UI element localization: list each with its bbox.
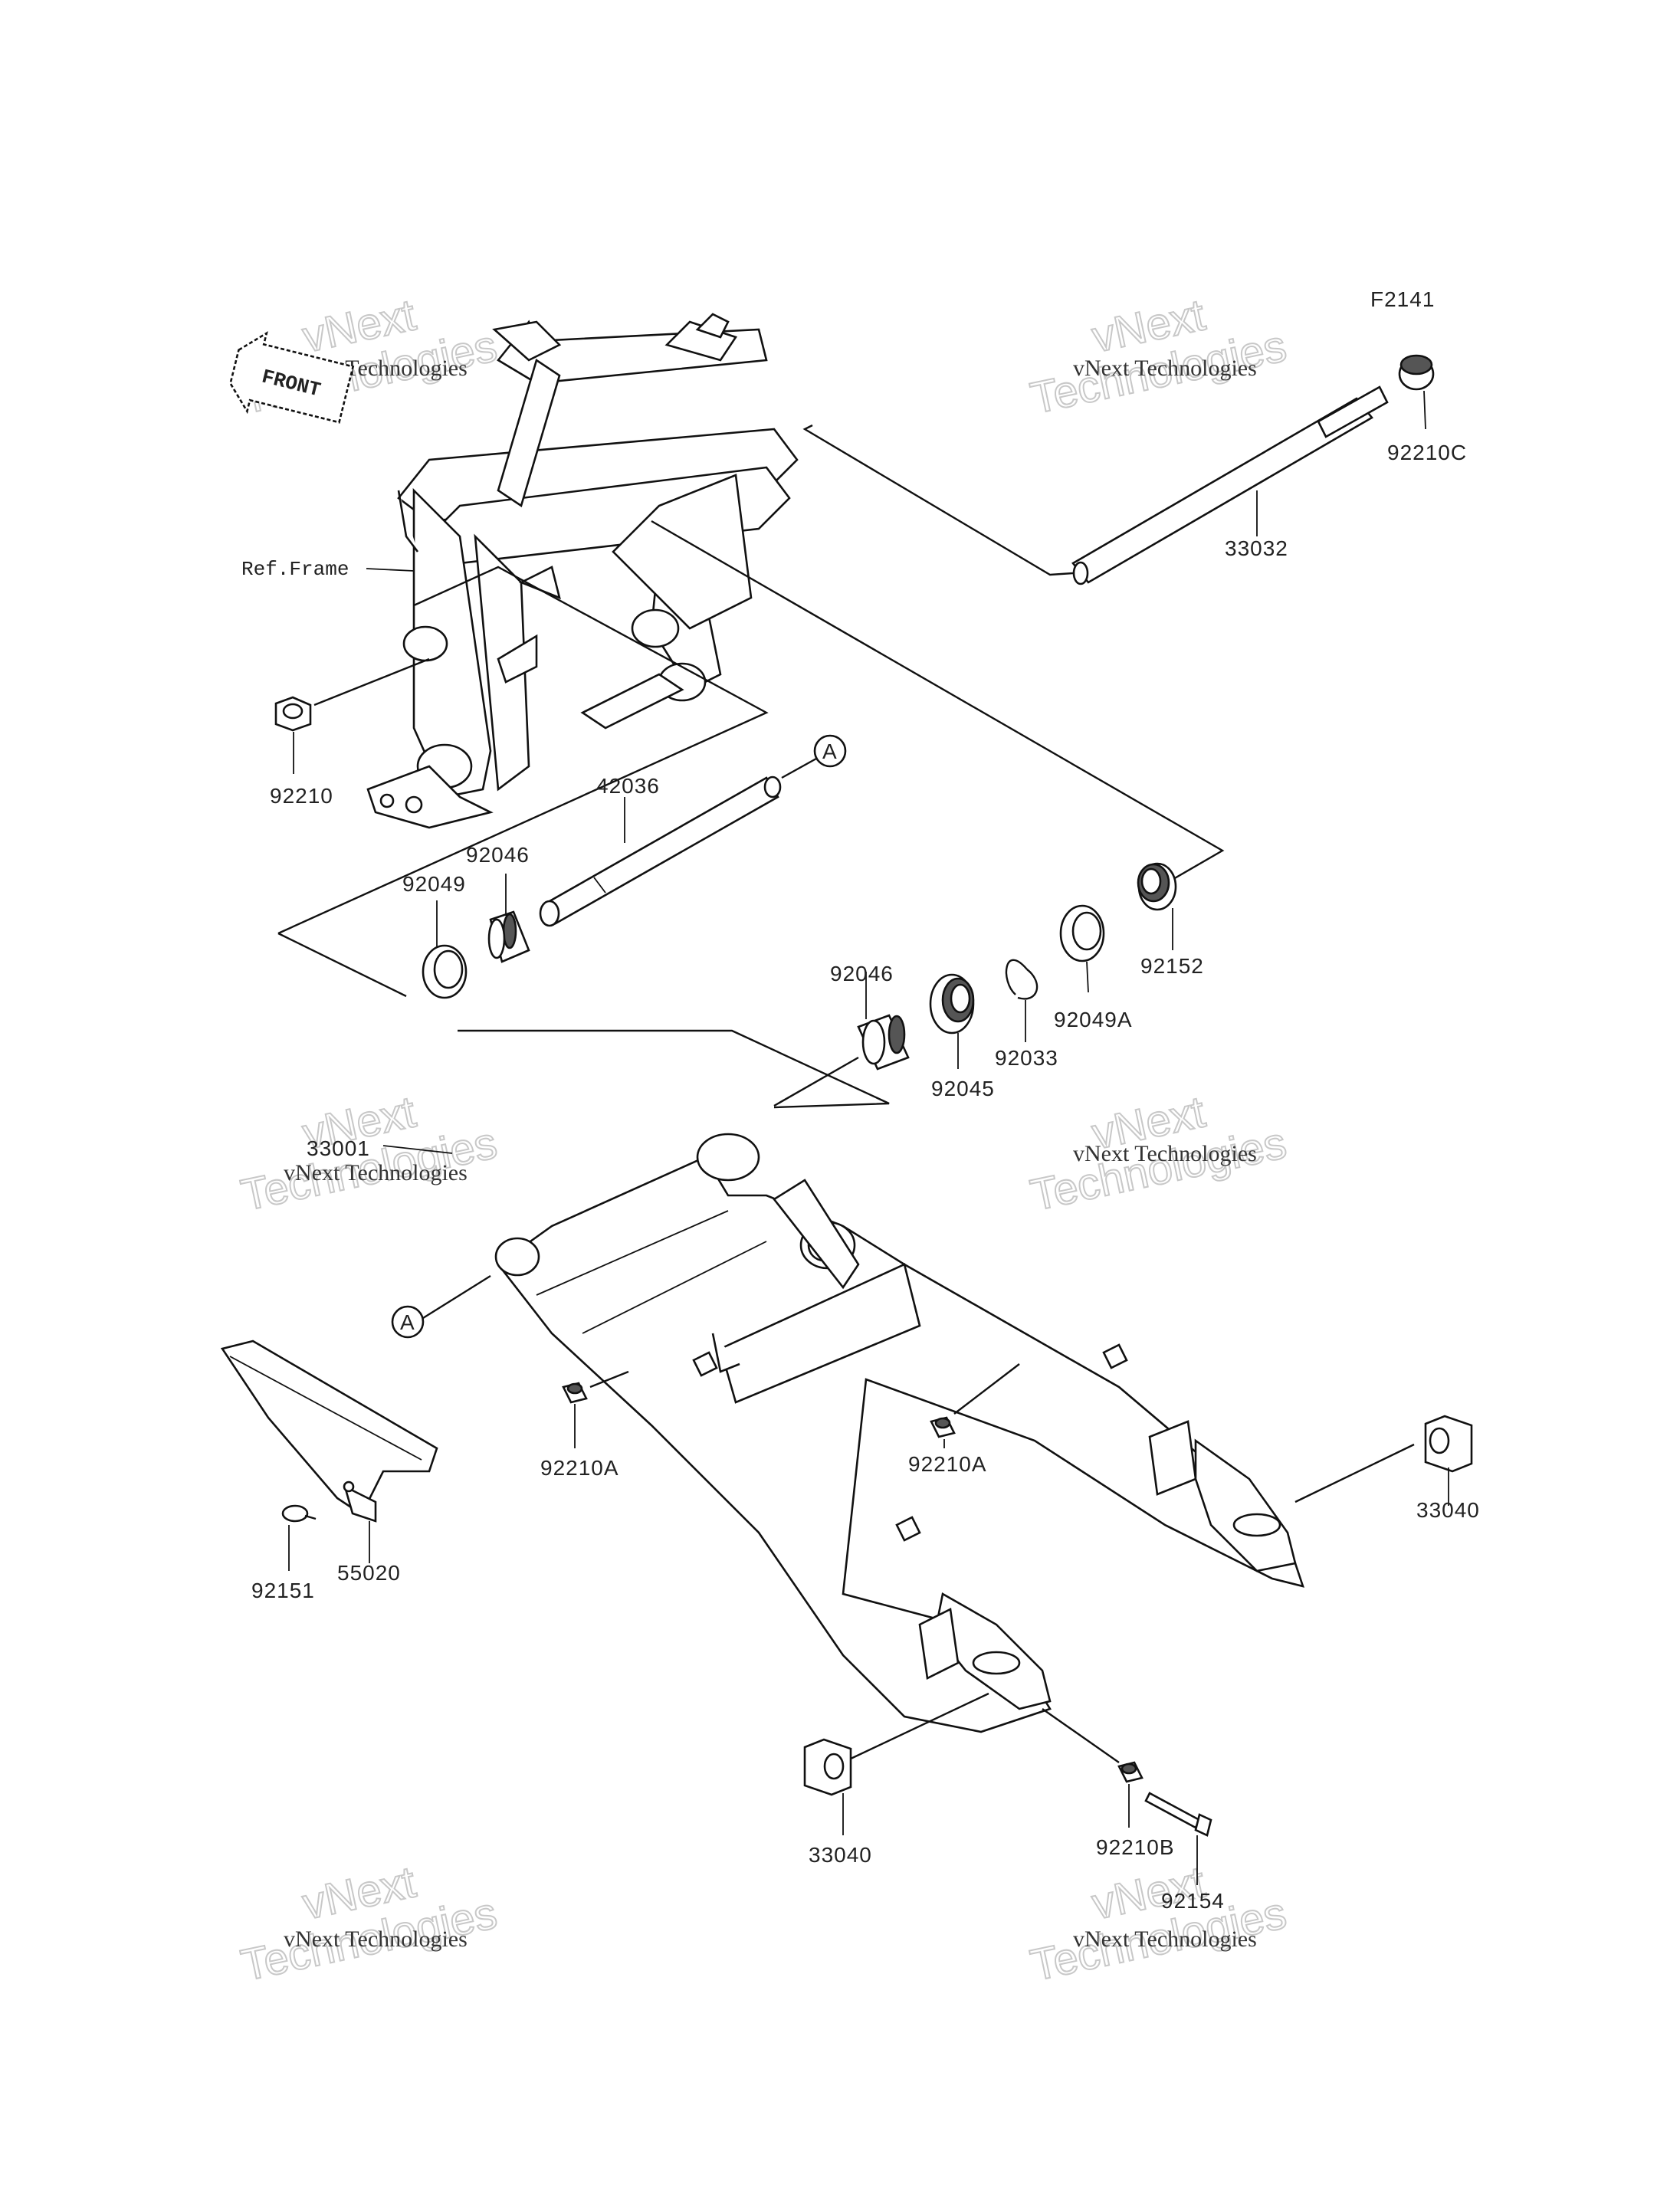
swingarm-33001 [494,1133,1304,1733]
screw-92151 [281,1504,317,1523]
callout-a-lower-circle [391,1305,425,1339]
circlip-92033 [1005,959,1039,1000]
part-33032: 33032 [1225,536,1288,560]
pivot-shaft-33032 [1071,385,1389,585]
seal-92049 [422,944,468,999]
nut-92210A-left [562,1382,588,1404]
part-92210B: 92210B [1096,1835,1175,1859]
nut-92210B [1117,1761,1144,1783]
frame-reference [366,313,799,829]
part-92210A-left: 92210A [540,1456,619,1480]
collar-92152 [1137,862,1177,911]
svg-text:vNext Technologies: vNext Technologies [284,1926,468,1952]
svg-text:vNext Technologies: vNext Technologies [1073,1926,1257,1952]
part-33040-right: 33040 [1416,1498,1480,1522]
adjuster-block-33040-lower [803,1738,852,1796]
part-92210A-right: 92210A [908,1452,987,1476]
needle-bearing-92046-upper [487,910,530,963]
part-55020: 55020 [337,1561,401,1585]
part-92046-lower: 92046 [830,962,894,985]
part-92210C: 92210C [1387,441,1467,464]
part-92049A: 92049A [1054,1008,1133,1031]
part-33001: 33001 [307,1136,370,1160]
part-92045: 92045 [931,1077,995,1100]
watermark-mid-right: vNext Technologies vNext Technologies [1025,1086,1291,1221]
watermark-top-right: vNext Technologies vNext Technologies [1025,289,1291,424]
collar-42036 [539,776,782,927]
part-42036: 42036 [596,774,660,798]
watermark-bottom-left: vNext Technologies vNext Technologies [236,1856,502,1991]
watermark-bottom-right: vNext Technologies vNext Technologies [1025,1856,1291,1991]
nut-92210A-right [930,1416,956,1438]
svg-text:vNext Technologies: vNext Technologies [1073,1141,1257,1166]
part-33040-lower: 33040 [809,1843,872,1867]
front-arrow-icon: FRONT [229,331,355,424]
bolt-92154 [1144,1792,1212,1837]
part-92152: 92152 [1140,954,1204,978]
ref-frame-label: Ref.Frame [241,558,349,581]
part-92154: 92154 [1161,1889,1225,1913]
needle-bearing-92046-lower [857,1014,910,1071]
part-92049: 92049 [402,872,466,896]
figure-code: F2141 [1370,287,1435,311]
svg-text:vNext Technologies: vNext Technologies [1073,356,1257,381]
seal-92049A [1059,904,1105,962]
nut-92210C [1398,354,1435,391]
nut-92210 [274,696,312,732]
adjuster-block-33040-right [1424,1415,1473,1473]
part-92033: 92033 [995,1046,1058,1070]
part-92210: 92210 [270,784,333,808]
callout-a-upper: A [822,739,838,763]
svg-text:vNext Technologies: vNext Technologies [284,1160,468,1185]
callout-a-lower: A [400,1310,415,1334]
chain-cover-55020 [220,1340,438,1523]
part-92151: 92151 [251,1579,315,1602]
part-92046-upper: 92046 [466,843,530,867]
ball-bearing-92045 [929,973,975,1035]
